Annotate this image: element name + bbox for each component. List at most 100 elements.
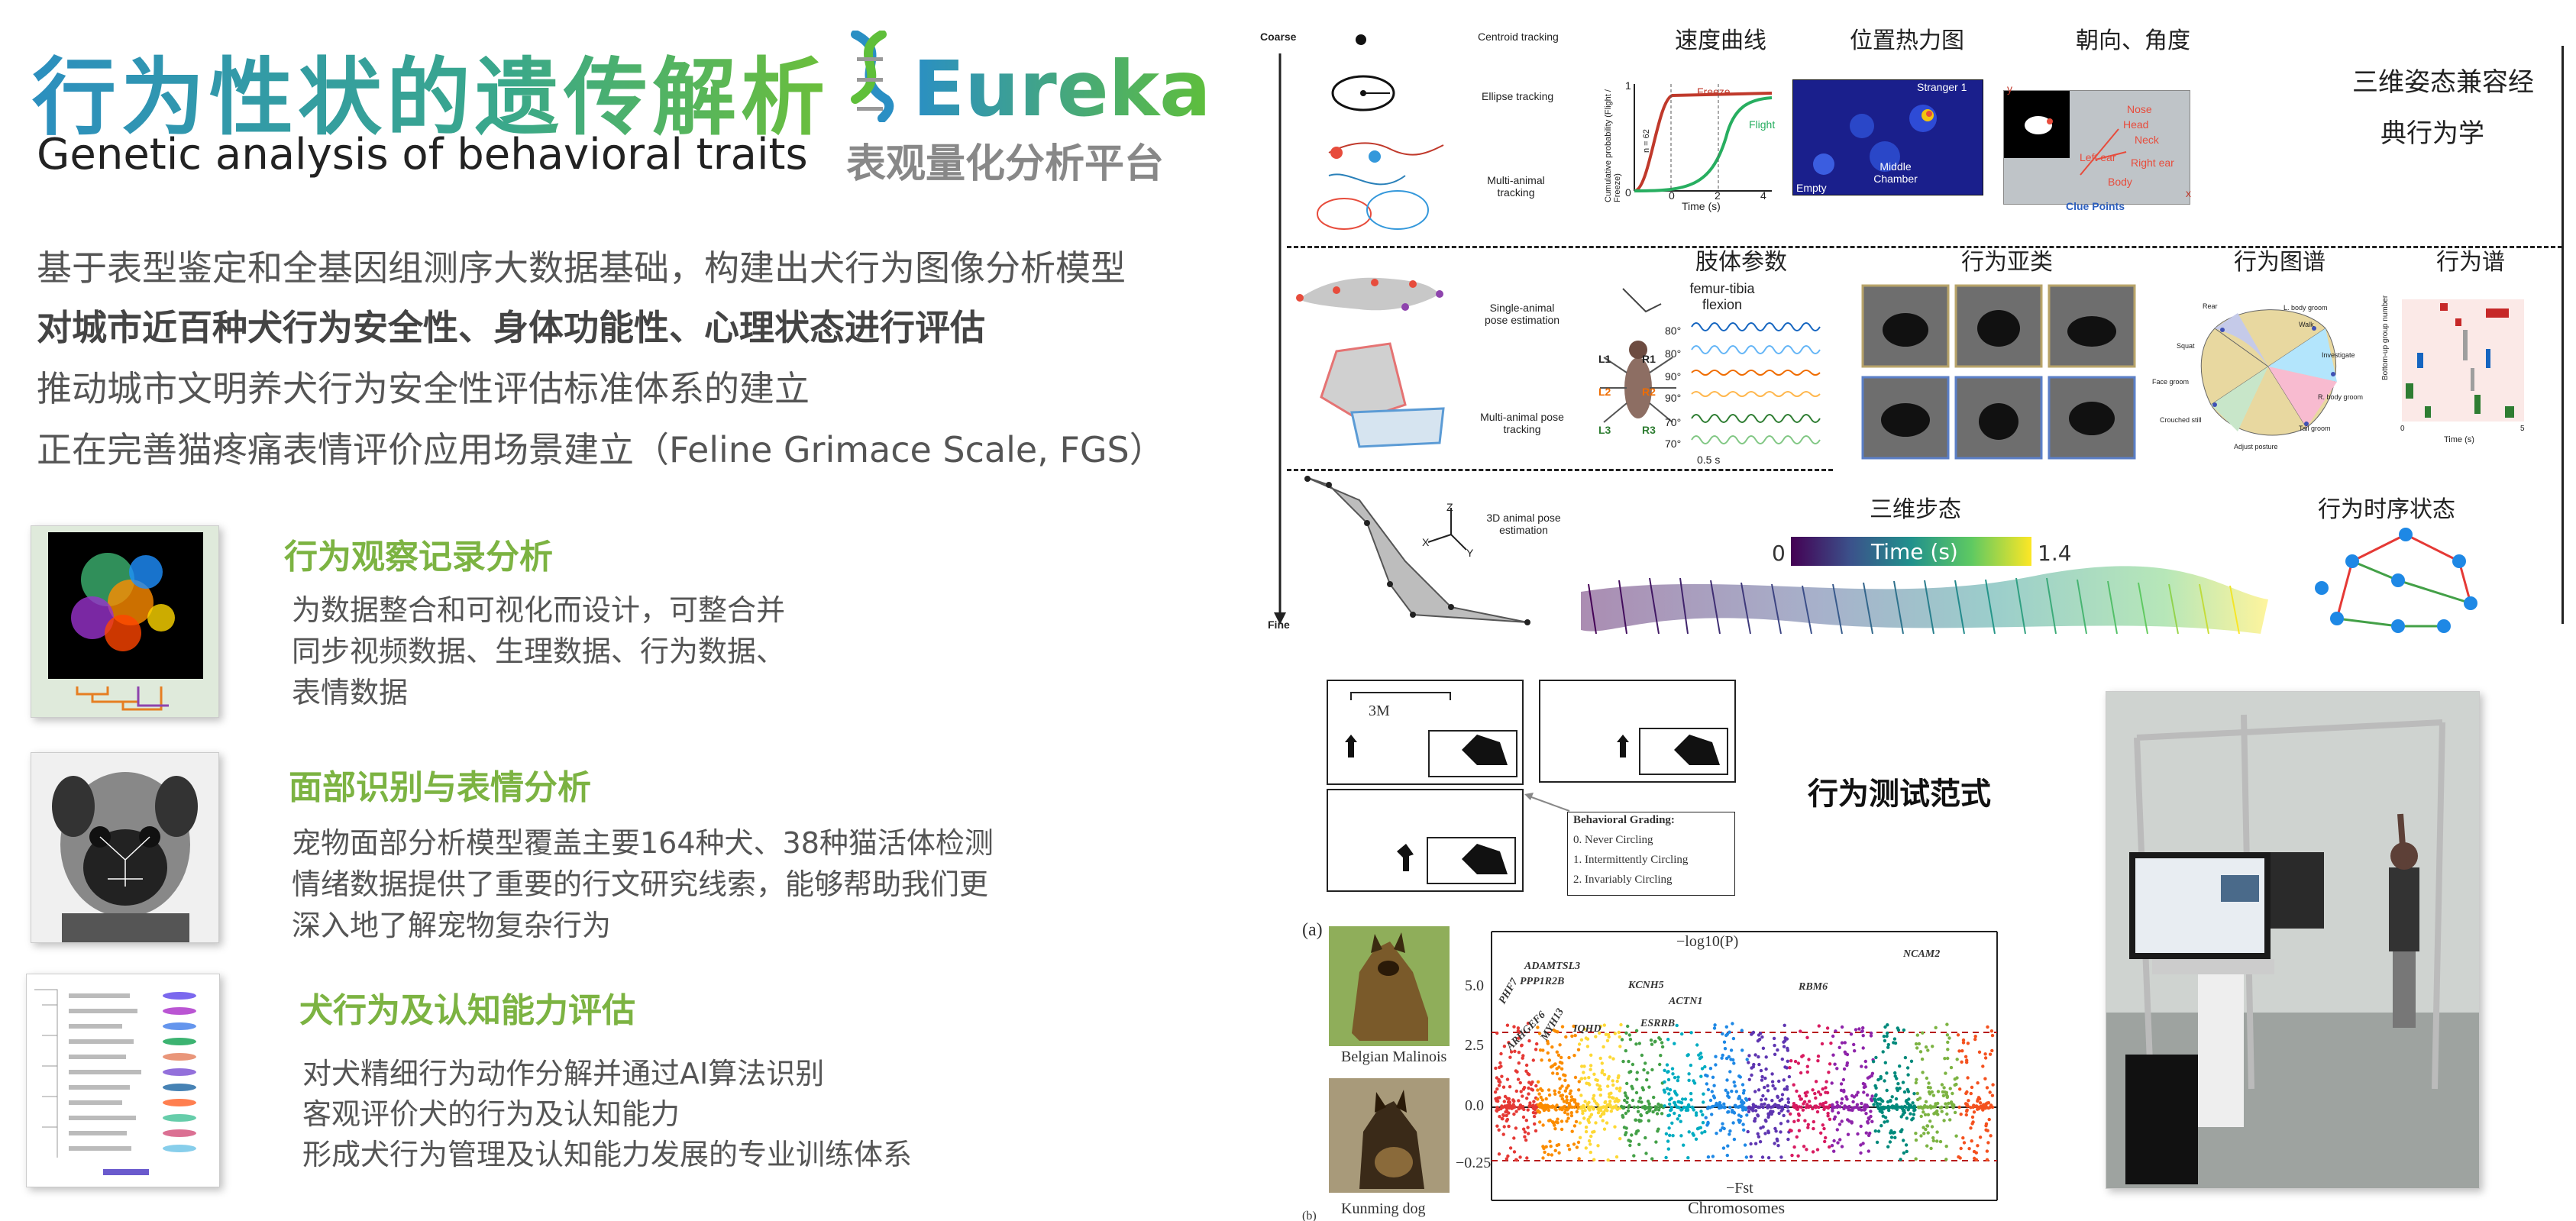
feature-line: 情绪数据提供了重要的行文研究线索，能够帮助我们更 — [292, 867, 989, 901]
map-region: Walk — [2299, 321, 2314, 328]
side-note-line: 典行为学 — [2380, 118, 2484, 149]
header-spectrum: 行为谱 — [2436, 249, 2505, 276]
header-map: 行为图谱 — [2234, 249, 2326, 276]
leg-label: R1 — [1642, 353, 1656, 365]
limb-angle: 90° — [1665, 370, 1682, 383]
paradigm-distance: 3M — [1369, 703, 1390, 719]
gene-label: IQHD — [1573, 1023, 1602, 1035]
spectrum-x-tick: 5 — [2520, 425, 2525, 433]
orientation-panel — [2003, 90, 2190, 205]
gwas-y-tick: 2.5 — [1465, 1037, 1484, 1054]
fly-and-waves — [1592, 273, 1837, 464]
position-heatmap — [1792, 79, 1983, 195]
map-region: Tail groom — [2299, 425, 2331, 432]
map-region: Adjust posture — [2234, 443, 2278, 451]
side-note-line: 三维姿态兼容经 — [2352, 67, 2534, 98]
grading-title: Behavioral Grading: — [1573, 814, 1675, 826]
dog-photo-malinois — [1329, 926, 1450, 1046]
behavior-spectrum — [2394, 299, 2528, 429]
intro-line-4: 正在完善猫疼痛表情评价应用场景建立（Feline Grimace Scale, … — [37, 429, 1165, 470]
intro-line-3: 推动城市文明养犬行为安全性评估标准体系的建立 — [37, 368, 810, 409]
gene-label: ACTN1 — [1669, 996, 1703, 1007]
map-region: Face groom — [2152, 378, 2190, 386]
speed-y-bottom: 0 — [1625, 186, 1631, 199]
time-colorbar — [1791, 537, 2031, 566]
map-region: R. body groom — [2318, 393, 2364, 401]
limb-scale: 0.5 s — [1697, 454, 1721, 466]
speed-ylabel: Cumulative probability (Flight / Freeze) — [1604, 89, 1622, 202]
limb-angle: 80° — [1665, 325, 1682, 337]
dog-label-malinois: Belgian Malinois — [1341, 1048, 1447, 1065]
divider — [1287, 469, 1833, 471]
map-region: Crouched still — [2160, 416, 2202, 424]
gene-label: RBM6 — [1799, 981, 1828, 993]
axis-x: X — [1422, 536, 1430, 548]
feature-line: 客观评价犬的行为及认知能力 — [302, 1097, 680, 1131]
gwas-panel-a: (a) — [1302, 920, 1323, 940]
speed-x-tick: 4 — [1760, 189, 1766, 202]
paradigm-box-2 — [1539, 680, 1736, 783]
map-region: Squat — [2177, 342, 2195, 350]
map-region: Rear — [2203, 302, 2218, 310]
temporal-state-graph — [2306, 527, 2490, 641]
gene-label: ESRRB — [1640, 1018, 1676, 1029]
map-region: L. body groom — [2283, 304, 2328, 312]
gene-label: NCAM2 — [1903, 948, 1941, 960]
gwas-y-tick: −0.25 — [1456, 1155, 1492, 1171]
orient-y: y — [2007, 82, 2012, 95]
grading-item: 0. Never Circling — [1573, 834, 1653, 846]
paradigm-box-3 — [1327, 789, 1524, 892]
label-multi-tracking: Multi-animal tracking — [1487, 174, 1545, 199]
gene-label: PPP1R2B — [1520, 976, 1565, 987]
side-vertical-line — [2561, 46, 2564, 624]
axis-fine: Fine — [1268, 619, 1290, 631]
paradigm-title: 行为测试范式 — [1808, 777, 1991, 812]
gwas-y-tick: 5.0 — [1465, 977, 1484, 994]
3d-rat-skeleton — [1298, 470, 1543, 630]
pose-icons — [1291, 260, 1451, 458]
speed-x-tick: 2 — [1715, 189, 1721, 202]
gene-label: KCNH5 — [1628, 980, 1664, 991]
orient-part: Left ear — [2080, 151, 2116, 163]
header-subclass: 行为亚类 — [1961, 249, 2053, 276]
intro-line-2: 对城市近百种犬行为安全性、身体功能性、心理状态进行评估 — [37, 307, 985, 348]
leg-label: L3 — [1598, 424, 1611, 436]
3d-gait-trajectory — [1573, 561, 2276, 641]
feature-title-face: 面部识别与表情分析 — [289, 768, 591, 807]
spectrum-ylabel: Bottom-up group number — [2381, 295, 2390, 380]
label-multi-pose: Multi-animal pose tracking — [1480, 411, 1564, 435]
speed-xlabel: Time (s) — [1682, 200, 1721, 212]
axis-z: Z — [1446, 501, 1453, 513]
dog-photo-kunming — [1329, 1078, 1450, 1193]
lab-photo — [2106, 691, 2480, 1189]
orient-part: Head — [2123, 118, 2149, 131]
xyz-axes — [1421, 500, 1482, 561]
leg-label: R2 — [1642, 386, 1656, 398]
coarse-fine-axis — [1262, 31, 1330, 634]
feature-line: 形成犬行为管理及认知能力发展的专业训练体系 — [302, 1138, 913, 1171]
label-ellipse: Ellipse tracking — [1482, 90, 1554, 102]
behavior-map — [2192, 298, 2345, 443]
limb-angle: 70° — [1665, 416, 1682, 428]
speed-flight: Flight — [1749, 118, 1776, 131]
limb-angle: 70° — [1665, 438, 1682, 450]
grading-box — [1567, 812, 1735, 896]
colorbar-max: 1.4 — [2038, 541, 2072, 566]
behavior-subclass-grid — [1861, 284, 2136, 461]
feature-line: 表情数据 — [292, 676, 409, 709]
gwas-y-tick: 0.0 — [1465, 1097, 1484, 1114]
axis-coarse: Coarse — [1260, 31, 1297, 43]
feature-line: 对犬精细行为动作分解并通过AI算法识别 — [302, 1057, 825, 1090]
label-centroid: Centroid tracking — [1478, 31, 1559, 43]
feature-title-observation: 行为观察记录分析 — [284, 538, 553, 577]
page-title: 行为性状的遗传解析 — [32, 29, 829, 151]
speed-freeze: Freeze — [1697, 86, 1731, 98]
label-single-pose: Single-animal pose estimation — [1484, 302, 1560, 326]
speed-x-tick: 0 — [1669, 189, 1675, 202]
limb-angle: 80° — [1665, 347, 1682, 360]
orient-caption: Clue Points — [2066, 200, 2125, 212]
header-gait: 三维步态 — [1870, 496, 1961, 523]
colorbar-label: Time (s) — [1871, 539, 1958, 564]
orient-part: Body — [2108, 176, 2132, 188]
axis-y: Y — [1466, 547, 1474, 559]
